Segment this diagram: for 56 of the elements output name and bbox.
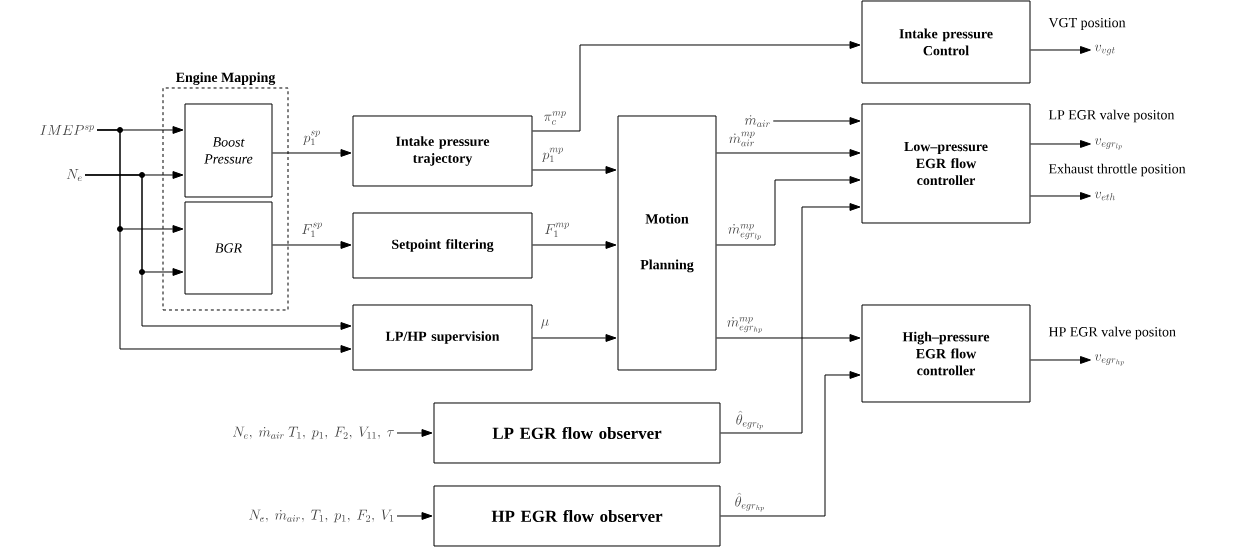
signal-label: $\dot{m}_{air}$	[744, 115, 770, 127]
arrow	[720, 371, 861, 517]
edge-label: $\hat{\theta}_{egr_{hp}}$	[733, 491, 767, 513]
edge-label: $p_1^{mp}$	[541, 146, 565, 164]
edge-label: $\hat{\theta}_{egr_{lp}}$	[734, 409, 766, 431]
signal-label: $N_e$	[66, 169, 82, 182]
block-box: LP EGR flow observer	[433, 402, 721, 464]
arrow	[84, 171, 184, 179]
block-box: BGR	[184, 201, 273, 295]
output-label: VGT position	[1048, 17, 1126, 31]
signal-label: $v_{vgt}$	[1094, 44, 1115, 56]
arrow	[1030, 356, 1091, 364]
edge-label: $F_1^{sp}$	[300, 221, 324, 239]
signal-label: $v_{egr_{hp}}$	[1094, 354, 1125, 366]
edge-label: $\dot{m}_{air}^{mp}$	[727, 130, 757, 148]
arrow	[272, 241, 352, 249]
edge-label: $\dot{m}_{egr_{lp}}^{mp}$	[726, 223, 764, 241]
signal-label: $N_e,\ \dot{m}_{air},\ T_1,\ p_1,\ F_2,\ V_1$	[249, 509, 394, 523]
block-box: Boost Pressure	[184, 103, 273, 198]
signal-label: $N_e,\ \dot{m}_{air}\ T_1,\ p_1,\ F_2,\ V_{11},\ \tau$	[232, 426, 394, 440]
output-label: HP EGR valve positon	[1048, 326, 1176, 340]
arrow	[532, 41, 861, 132]
arrow	[1030, 46, 1091, 54]
arrow	[1030, 140, 1091, 148]
arrow	[716, 176, 861, 246]
block-box: Motion Planning	[617, 115, 717, 371]
block-box: Intake pressure trajectory	[352, 115, 533, 187]
arrow	[96, 126, 184, 134]
arrow	[396, 429, 433, 437]
arrow	[532, 334, 617, 342]
block-box: HP EGR flow observer	[433, 485, 721, 547]
edge-label: $F_1^{mp}$	[543, 221, 571, 239]
arrow	[720, 203, 861, 434]
arrow	[716, 334, 861, 342]
signal-label: $v_{eth}$	[1094, 191, 1115, 201]
block-box: Setpoint filtering	[352, 212, 533, 279]
output-label: Exhaust throttle position	[1048, 163, 1186, 177]
arrow	[1030, 192, 1091, 200]
arrow	[532, 241, 617, 249]
arrow	[532, 166, 617, 174]
block-box: LP/HP supervision	[352, 304, 533, 371]
edge-label: $\dot{m}_{egr_{hp}}^{mp}$	[725, 316, 765, 334]
arrow	[396, 512, 433, 520]
output-label: LP EGR valve positon	[1048, 109, 1175, 123]
signal-label: $v_{egr_{lp}}$	[1094, 138, 1122, 150]
node-label: Engine Mapping	[175, 72, 276, 85]
arrow	[716, 149, 861, 157]
arrow	[772, 117, 861, 125]
block-box: Intake pressure Control	[861, 0, 1031, 84]
edge-label: $\mu$	[539, 318, 551, 330]
signal-label: $IMEP^{sp}$	[40, 125, 94, 135]
edge-label: $p_1^{sp}$	[302, 129, 322, 147]
block-box: High–pressure EGR flow controller	[861, 304, 1031, 403]
edge-label: $\pi_c^{mp}$	[542, 110, 568, 126]
block-box: Low–pressure EGR flow controller	[861, 103, 1031, 224]
arrow	[272, 149, 352, 157]
